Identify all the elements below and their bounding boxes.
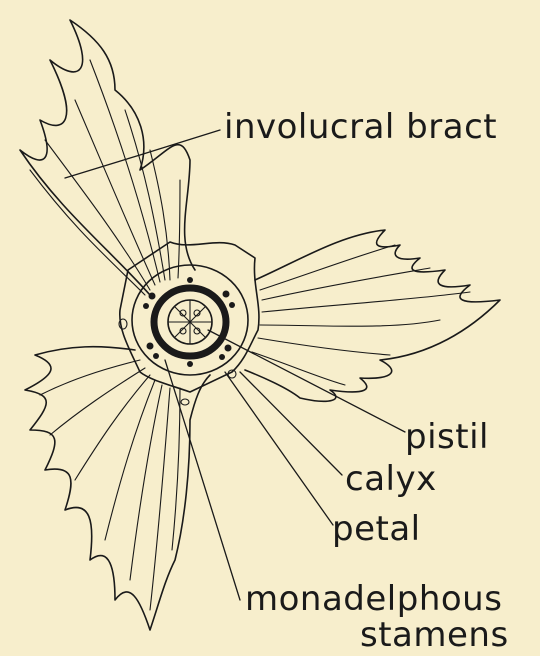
label-pistil: pistil xyxy=(405,420,489,454)
label-petal: petal xyxy=(332,512,421,546)
leader-calyx xyxy=(240,372,342,475)
label-calyx: calyx xyxy=(345,462,437,496)
bract-upper-left xyxy=(20,20,195,295)
leader-monadelphous xyxy=(165,360,240,600)
label-involucral-bract: involucral bract xyxy=(224,110,497,144)
bract-right xyxy=(245,230,500,401)
label-monadelphous: monadelphous xyxy=(245,582,502,616)
label-stamens: stamens xyxy=(360,618,509,652)
leader-petal xyxy=(225,372,333,525)
calyx-gland xyxy=(181,399,189,405)
